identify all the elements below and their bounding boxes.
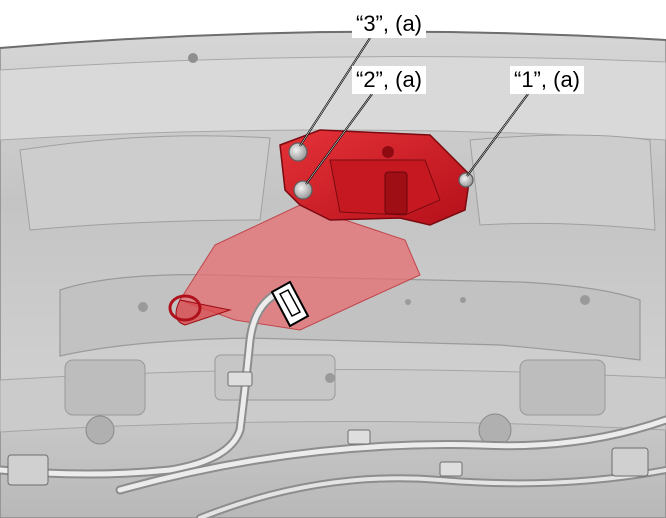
latch-cable-loop: [168, 294, 202, 322]
panel-cutout-left: [64, 359, 146, 416]
panel-upper-band: [0, 56, 666, 141]
panel-hole: [460, 297, 466, 303]
panel-hole: [325, 373, 335, 383]
bolt-3: [288, 142, 308, 162]
callout-label-1: “1”, (a): [510, 66, 584, 94]
wire-harness-cross-highlight: [117, 417, 666, 493]
harness-connector: [611, 447, 649, 477]
connector-marker-inner: [278, 289, 302, 317]
wire-harness-main-highlight: [0, 287, 288, 477]
callout-label-3: “3”, (a): [352, 10, 426, 38]
bolt-2: [293, 180, 313, 200]
panel-hole: [85, 415, 115, 445]
panel-recess-right: [469, 134, 656, 231]
panel-recess-left: [19, 135, 271, 231]
leader-line-3-halo: [299, 37, 371, 147]
callout-label-2: “2”, (a): [352, 66, 426, 94]
leader-line-1-halo: [466, 93, 529, 177]
bolt-1: [458, 172, 474, 188]
latch-slot: [384, 171, 408, 215]
leader-line-2-halo: [305, 93, 373, 185]
harness-clip: [347, 429, 371, 445]
panel-hole: [138, 302, 148, 312]
panel-cutout-right: [519, 359, 606, 416]
latch-pivot: [382, 146, 394, 158]
harness-connector: [7, 454, 49, 486]
wire-harness-lower-highlight: [198, 468, 666, 518]
panel-hole: [188, 53, 198, 63]
panel-top-edge: [0, 30, 666, 49]
harness-clip: [439, 461, 463, 477]
panel-hole: [580, 295, 590, 305]
panel-hole: [405, 299, 411, 305]
harness-clip: [227, 371, 253, 387]
